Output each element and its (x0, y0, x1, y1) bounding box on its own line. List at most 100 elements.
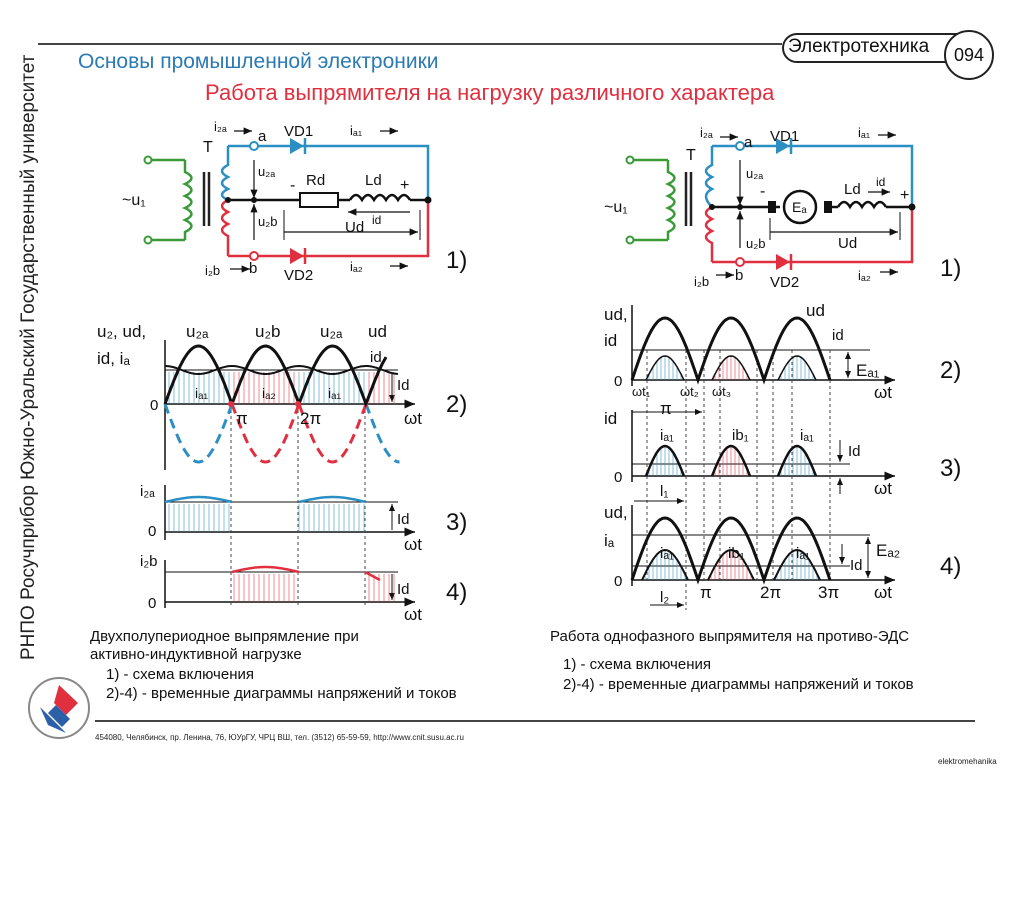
label: Id (848, 443, 861, 460)
label: Id (397, 377, 410, 394)
university-logo (28, 677, 90, 739)
label: 0 (614, 373, 622, 390)
footer-rule (95, 720, 975, 722)
label: VD1 (284, 123, 313, 140)
label: Id (397, 511, 410, 528)
label: ωt₃ (712, 384, 731, 399)
label: 2) (940, 357, 961, 384)
label: id (876, 175, 885, 189)
right-caption-line1: Работа однофазного выпрямителя на против… (550, 628, 910, 645)
label: 0 (614, 469, 622, 486)
label: id, iₐ (97, 349, 130, 368)
label: iₐ₁ (195, 385, 208, 401)
label: l₂ (660, 589, 669, 606)
label: ~u₁ (604, 199, 628, 216)
id-pulse (777, 355, 817, 381)
id-pulse (644, 444, 686, 477)
label: ωt (874, 479, 892, 498)
ud-curve (630, 316, 832, 385)
ia-pulse (641, 548, 689, 581)
label: ωt (874, 383, 892, 402)
label: id (832, 327, 844, 344)
id-pulse (776, 444, 818, 477)
label: Ud (345, 219, 364, 236)
label: i₂b (694, 274, 709, 289)
label: Id (397, 581, 410, 598)
label: 1) (446, 247, 467, 274)
label: Eₐ₂ (876, 541, 900, 560)
label: Ld (365, 172, 382, 189)
label: id (604, 331, 617, 350)
label: u₂b (255, 322, 281, 341)
footer-address: 454080, Челябинск, пр. Ленина, 76, ЮУрГУ… (95, 733, 464, 742)
label: Eₐ (792, 199, 807, 215)
label: 0 (148, 523, 156, 540)
label: b (249, 260, 257, 277)
label: - (760, 183, 765, 200)
label: i₂b (140, 553, 158, 570)
label: b (735, 267, 743, 284)
right-caption-item1: 1) - схема включения (563, 656, 711, 673)
label: ωt₂ (680, 384, 699, 399)
id-pulse (710, 444, 752, 477)
label: ud, (604, 305, 628, 324)
label: Eₐ₁ (856, 361, 880, 380)
label: 0 (614, 573, 622, 590)
left-caption-item2: 2)-4) - временные диаграммы напряжений и… (106, 685, 457, 702)
right-circuit: ~u₁ T a b i₂ₐ i₂b u₂ₐ u₂b VD1 VD2 iₐ₁ iₐ… (604, 125, 961, 291)
label: 4) (940, 553, 961, 580)
ia-pulse (707, 548, 755, 581)
label: ib₁ (732, 427, 749, 444)
label: l₁ (660, 483, 668, 500)
label: Ud (838, 235, 857, 252)
label: 3π (818, 583, 839, 602)
label: ~u₁ (122, 192, 146, 209)
label: Id (850, 557, 863, 574)
label: iₐ₁ (800, 427, 814, 444)
right-waveforms: ud, id ud id Eₐ₁ 0 ωt₁ ωt₂ ωt₃ ωt 2) id … (604, 301, 961, 610)
label: id (370, 349, 382, 366)
left-caption-line2: активно-индуктивной нагрузке (90, 646, 302, 663)
i2b-curve (231, 565, 300, 574)
label: u₂b (258, 214, 278, 229)
label: id (372, 213, 381, 227)
id-pulse (711, 355, 751, 381)
u2a-negative-curve (297, 403, 368, 464)
label: VD2 (284, 267, 313, 284)
label: iₐ₁ (796, 545, 810, 562)
label: ib₁ (728, 545, 745, 562)
label: iₐ₁ (660, 545, 674, 562)
label: π (660, 399, 672, 418)
label: iₐ (604, 531, 615, 550)
ud-curve (630, 516, 832, 585)
label: 0 (150, 397, 158, 414)
label: iₐ₂ (858, 268, 871, 283)
label: T (203, 139, 213, 156)
i2a-curve (164, 495, 233, 504)
left-waveforms: u₂, ud, id, iₐ u₂ₐ u₂b u₂ₐ ud id Id iₐ₁ … (97, 322, 467, 624)
label: ωt (874, 583, 892, 602)
label: u₂b (746, 236, 766, 251)
label: ud (368, 322, 387, 341)
id-pulse (645, 355, 685, 381)
label: u₂ₐ (746, 166, 763, 181)
label: - (290, 177, 295, 194)
id-curve (164, 364, 399, 375)
label: u₂ₐ (258, 164, 275, 179)
label: ud, (604, 503, 628, 522)
label: 4) (446, 579, 467, 606)
label: Ld (844, 181, 861, 198)
label: ωt (404, 409, 422, 428)
label: 0 (148, 595, 156, 612)
label: id (604, 409, 617, 428)
label: ωt (404, 605, 422, 624)
label: 2π (300, 409, 321, 428)
label: u₂, ud, (97, 322, 146, 341)
label: VD1 (770, 128, 799, 145)
label: 1) (940, 255, 961, 282)
i2a-curve (298, 495, 367, 504)
label: Rd (306, 172, 325, 189)
zero-crossing-dot (228, 401, 234, 407)
